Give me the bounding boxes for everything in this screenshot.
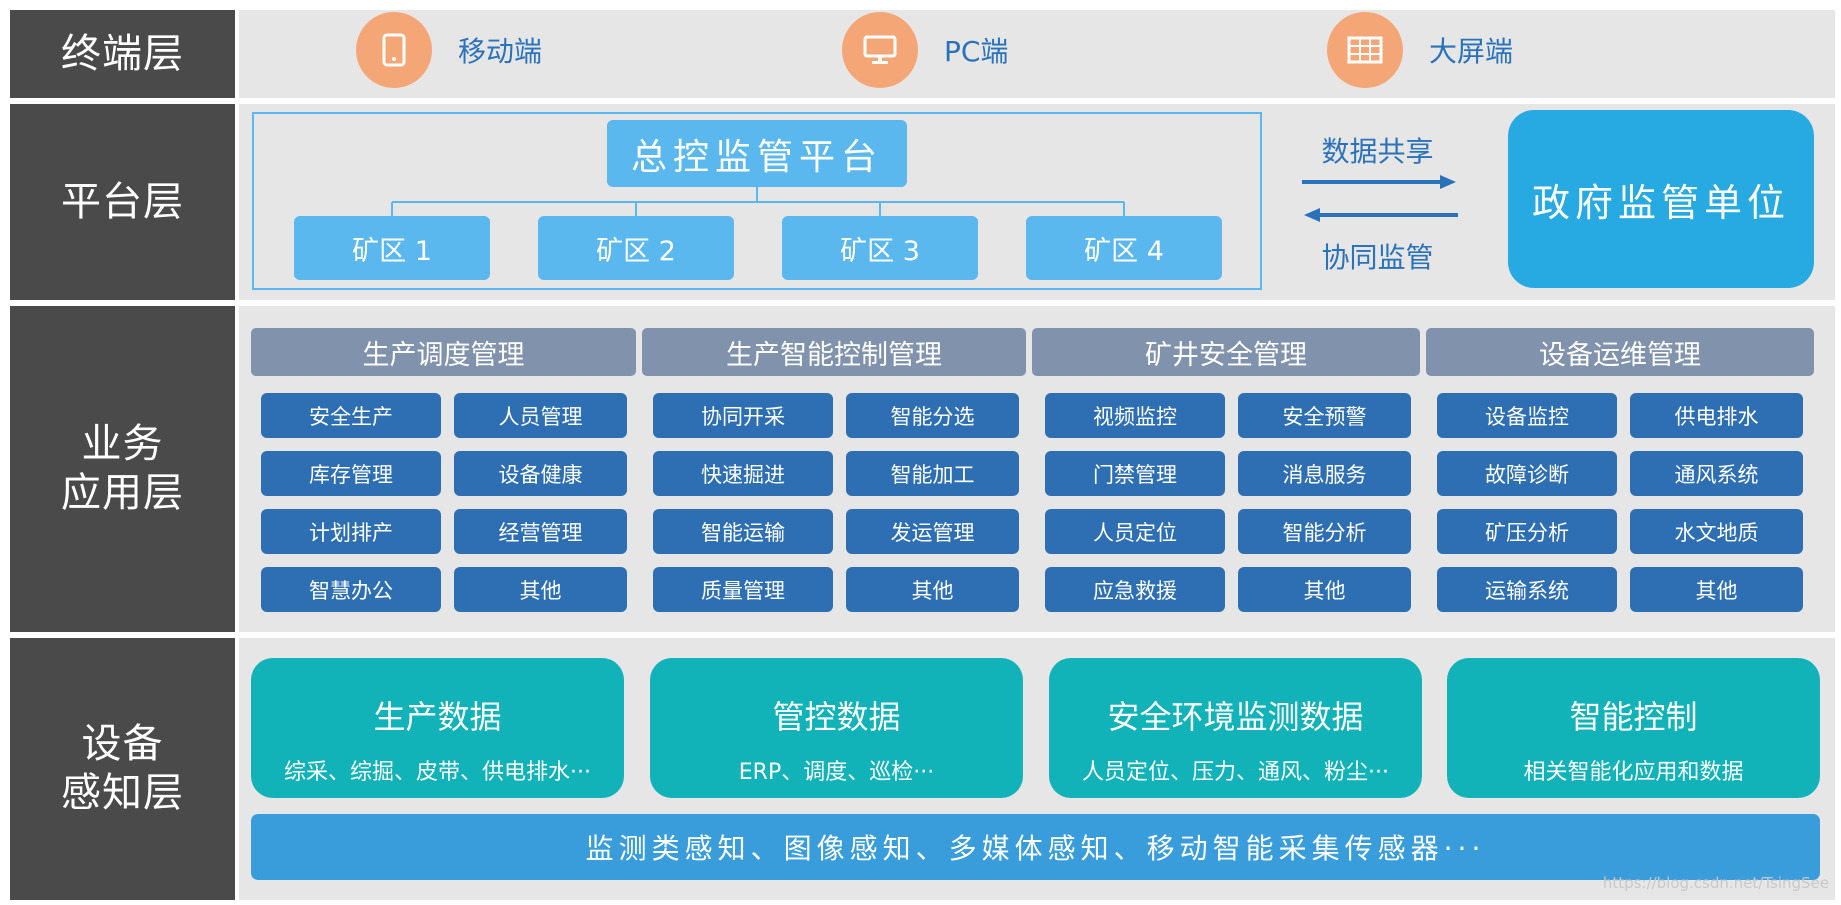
app-item: 通风系统 xyxy=(1630,451,1803,496)
app-item: 经营管理 xyxy=(454,509,627,554)
app-item: 其他 xyxy=(846,567,1019,612)
terminal-large-screen: 大屏端 xyxy=(1327,12,1513,88)
mine-area-4: 矿区 4 xyxy=(1026,216,1222,280)
app-item: 智慧办公 xyxy=(261,567,441,612)
app-item: 水文地质 xyxy=(1630,509,1803,554)
app-item: 故障诊断 xyxy=(1437,451,1617,496)
terminal-label-large-screen: 大屏端 xyxy=(1429,35,1514,68)
mine-area-2: 矿区 2 xyxy=(538,216,734,280)
data-card-subtitle: 人员定位、压力、通风、粉尘··· xyxy=(1082,760,1389,785)
layer-label-device: 设备 感知层 xyxy=(10,638,235,900)
platform-connector-lines xyxy=(391,187,1125,216)
app-item: 应急救援 xyxy=(1045,567,1225,612)
data-card-title: 生产数据 xyxy=(373,698,502,736)
data-card-title: 智能控制 xyxy=(1569,698,1698,736)
app-item: 快速掘进 xyxy=(653,451,833,496)
app-item: 发运管理 xyxy=(846,509,1019,554)
data-card-subtitle: ERP、调度、巡检··· xyxy=(738,760,935,785)
sensor-bar: 监测类感知、图像感知、多媒体感知、移动智能采集传感器··· xyxy=(251,814,1820,880)
app-item: 智能分析 xyxy=(1238,509,1411,554)
monitor-icon xyxy=(842,12,918,88)
data-card-production: 生产数据 综采、综掘、皮带、供电排水··· xyxy=(251,658,624,798)
app-item: 安全生产 xyxy=(261,393,441,438)
data-share-label: 数据共享 xyxy=(1321,135,1434,168)
app-item: 智能分选 xyxy=(846,393,1019,438)
app-item: 视频监控 xyxy=(1045,393,1225,438)
collab-supervision-label: 协同监管 xyxy=(1321,241,1434,274)
watermark: https://blog.csdn.net/TsingSee xyxy=(1602,874,1829,892)
data-card-safety-environment: 安全环境监测数据 人员定位、压力、通风、粉尘··· xyxy=(1049,658,1422,798)
data-card-title: 管控数据 xyxy=(772,698,901,736)
app-item: 运输系统 xyxy=(1437,567,1617,612)
arrow-right-icon xyxy=(1302,175,1456,189)
app-item: 计划排产 xyxy=(261,509,441,554)
app-item: 矿压分析 xyxy=(1437,509,1617,554)
government-supervision-box: 政府监管单位 xyxy=(1508,110,1814,288)
arrow-left-icon xyxy=(1304,208,1458,222)
data-card-subtitle: 综采、综掘、皮带、供电排水··· xyxy=(284,760,591,785)
category-header-intelligent-control: 生产智能控制管理 xyxy=(642,328,1026,376)
terminal-pc: PC端 xyxy=(842,12,1008,88)
app-item: 库存管理 xyxy=(261,451,441,496)
mine-area-3: 矿区 3 xyxy=(782,216,978,280)
app-item: 设备监控 xyxy=(1437,393,1617,438)
app-item: 人员管理 xyxy=(454,393,627,438)
layer-label-platform: 平台层 xyxy=(10,104,235,300)
category-header-equipment-maintenance: 设备运维管理 xyxy=(1426,328,1814,376)
mine-area-1: 矿区 1 xyxy=(294,216,490,280)
platform-frame xyxy=(252,112,1262,290)
mobile-phone-icon xyxy=(356,12,432,88)
layer-label-business: 业务 应用层 xyxy=(10,306,235,632)
terminal-panel xyxy=(239,10,1835,98)
category-header-mine-safety: 矿井安全管理 xyxy=(1032,328,1420,376)
app-item: 设备健康 xyxy=(454,451,627,496)
data-card-control: 管控数据 ERP、调度、巡检··· xyxy=(650,658,1023,798)
app-item: 质量管理 xyxy=(653,567,833,612)
app-item: 人员定位 xyxy=(1045,509,1225,554)
app-item: 其他 xyxy=(1238,567,1411,612)
data-card-subtitle: 相关智能化应用和数据 xyxy=(1523,760,1744,785)
main-platform-box: 总控监管平台 xyxy=(607,120,907,187)
app-item: 智能运输 xyxy=(653,509,833,554)
category-header-production-scheduling: 生产调度管理 xyxy=(251,328,636,376)
app-item: 其他 xyxy=(454,567,627,612)
app-item: 其他 xyxy=(1630,567,1803,612)
app-item: 协同开采 xyxy=(653,393,833,438)
terminal-mobile: 移动端 xyxy=(356,12,542,88)
terminal-label-mobile: 移动端 xyxy=(458,35,543,68)
large-screen-icon xyxy=(1327,12,1403,88)
data-card-intelligent-control: 智能控制 相关智能化应用和数据 xyxy=(1447,658,1820,798)
app-item: 安全预警 xyxy=(1238,393,1411,438)
terminal-label-pc: PC端 xyxy=(944,35,1009,68)
data-card-title: 安全环境监测数据 xyxy=(1107,698,1364,736)
layer-label-terminal: 终端层 xyxy=(10,10,235,98)
app-item: 供电排水 xyxy=(1630,393,1803,438)
app-item: 消息服务 xyxy=(1238,451,1411,496)
app-item: 门禁管理 xyxy=(1045,451,1225,496)
app-item: 智能加工 xyxy=(846,451,1019,496)
